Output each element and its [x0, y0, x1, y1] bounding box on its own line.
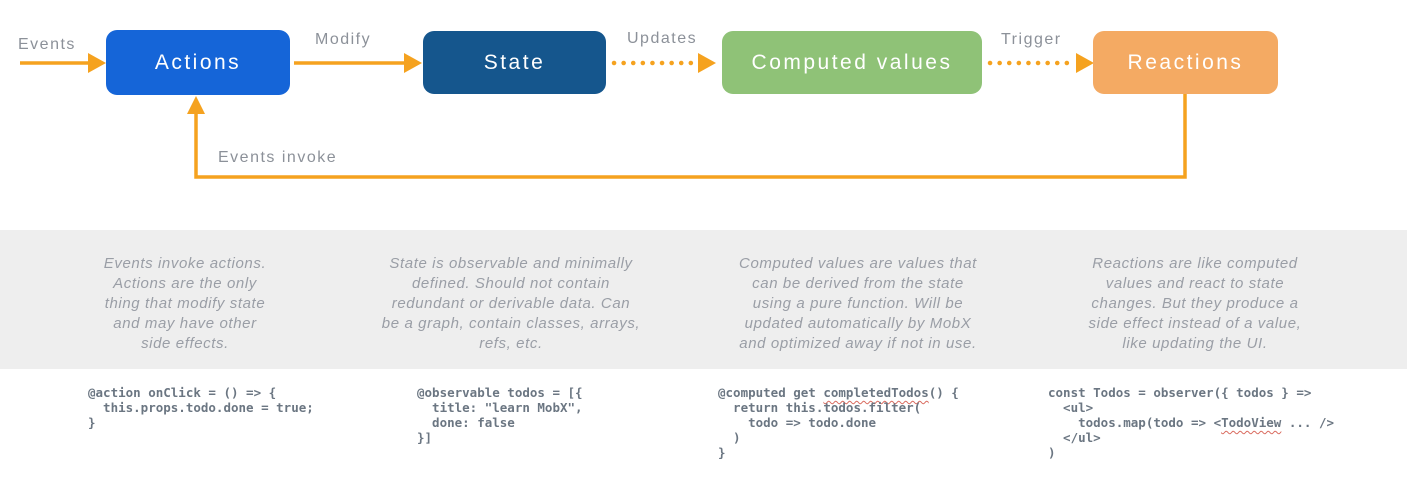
code-row: @action onClick = () => { this.props.tod…: [0, 369, 1407, 483]
events-arrowhead-icon: [88, 53, 106, 73]
code-snippet-observable: @observable todos = [{ title: "learn Mob…: [417, 385, 583, 445]
code-computed-underlined-word: completedTodos: [823, 385, 929, 400]
edge-label-updates: Updates: [627, 30, 698, 47]
trigger-arrowhead-icon: [1076, 53, 1094, 73]
code-snippet-computed: @computed get completedTodos() { return …: [718, 385, 959, 460]
code-computed-pre: @computed get: [718, 385, 824, 400]
description-reactions: Reactions are like computed values and r…: [1088, 255, 1302, 352]
description-computed-values: Computed values are values that can be d…: [739, 255, 977, 352]
description-state: State is observable and minimally define…: [381, 255, 641, 352]
edge-label-events: Events: [18, 36, 76, 53]
code-observer-post: ... /> </ul> ): [1048, 415, 1334, 460]
edge-label-trigger: Trigger: [1001, 31, 1062, 48]
modify-arrowhead-icon: [404, 53, 422, 73]
code-snippet-observer: const Todos = observer({ todos } => <ul>…: [1048, 385, 1334, 460]
updates-arrowhead-icon: [698, 53, 716, 73]
mobx-flow-diagram: Events Modify Updates Trigger Events inv…: [0, 0, 1407, 230]
code-snippet-action: @action onClick = () => { this.props.tod…: [88, 385, 314, 430]
description-band: Events invoke actions. Actions are the o…: [0, 230, 1407, 369]
code-observer-underlined-word: TodoView: [1221, 415, 1282, 430]
computed-values-node-label: Computed values: [751, 50, 953, 74]
edge-label-modify: Modify: [315, 31, 372, 48]
code-action-text: @action onClick = () => { this.props.tod…: [88, 385, 314, 430]
reactions-node-label: Reactions: [1127, 50, 1244, 74]
code-computed-post: () { return this.todos.filter( todo => t…: [718, 385, 959, 460]
events-invoke-arrowhead-icon: [187, 96, 205, 114]
state-node: State: [423, 31, 606, 94]
reactions-node: Reactions: [1093, 31, 1278, 94]
actions-node-label: Actions: [154, 50, 242, 74]
events-invoke-loop-line: [194, 94, 1187, 179]
code-observer-pre: const Todos = observer({ todos } => <ul>…: [1048, 385, 1312, 430]
edge-label-events-invoke: Events invoke: [218, 149, 338, 166]
code-observable-text: @observable todos = [{ title: "learn Mob…: [417, 385, 583, 445]
actions-node: Actions: [106, 30, 290, 95]
computed-values-node: Computed values: [722, 31, 982, 94]
state-node-label: State: [483, 50, 546, 74]
description-actions: Events invoke actions. Actions are the o…: [103, 255, 267, 352]
